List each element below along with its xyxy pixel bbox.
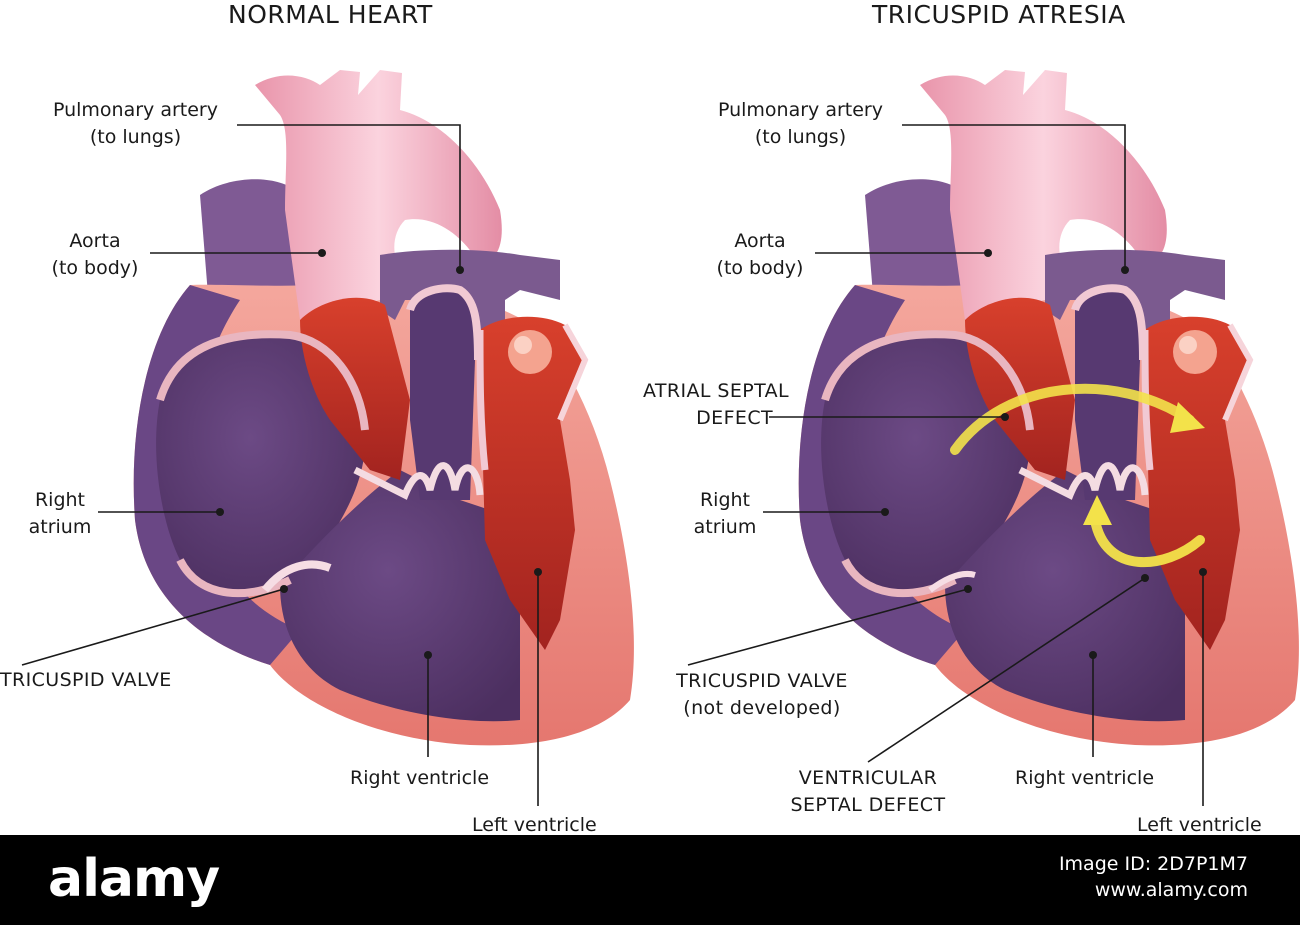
site-url: www.alamy.com (1094, 879, 1248, 901)
ventricular-arrow-head (1083, 495, 1112, 525)
right-tricuspid-valve-label: TRICUSPID VALVE (not developed) (676, 670, 848, 719)
image-id-block: Image ID: 2D7P1M7 www.alamy.com (1059, 851, 1248, 903)
atrial-septal-defect-label: ATRIAL SEPTAL DEFECT (643, 380, 789, 429)
left-leader-dots (216, 249, 542, 659)
left-leader-lines (21, 124, 539, 806)
tricuspid-atresia-title: TRICUSPID ATRESIA (872, 0, 1126, 29)
left-right-atrium-label: Right atrium (28, 489, 92, 538)
left-tricuspid-valve-label: TRICUSPID VALVE (0, 669, 172, 691)
left-aorta-label: Aorta (to body) (51, 230, 139, 279)
right-right-ventricle-label: Right ventricle (1015, 767, 1155, 789)
right-leader-lines (687, 124, 1204, 806)
undeveloped-tricuspid-valve-shape (928, 570, 976, 593)
tricuspid-valve-shape (261, 560, 332, 593)
normal-heart-title: NORMAL HEART (228, 0, 433, 29)
tricuspid-atresia-heart-illustration (799, 70, 1299, 745)
image-id-text: Image ID: 2D7P1M7 (1058, 853, 1248, 875)
right-aorta-label: Aorta (to body) (716, 230, 804, 279)
atrial-flow-arrow (950, 383, 1195, 455)
atrial-arrow-head (1170, 402, 1205, 433)
right-leader-dots (881, 249, 1207, 659)
watermark-footer: alamy Image ID: 2D7P1M7 www.alamy.com (0, 835, 1300, 925)
right-left-ventricle-label: Left ventricle (1137, 814, 1262, 836)
left-pulmonary-artery-label: Pulmonary artery (to lungs) (52, 99, 218, 148)
ventricular-septal-defect-label: VENTRICULAR SEPTAL DEFECT (790, 767, 946, 816)
brand-logo: alamy (48, 849, 220, 909)
right-right-atrium-label: Right atrium (693, 489, 757, 538)
ventricular-flow-arrow (1090, 515, 1205, 568)
right-pulmonary-artery-label: Pulmonary artery (to lungs) (717, 99, 883, 148)
normal-heart-illustration (134, 70, 634, 745)
left-right-ventricle-label: Right ventricle (350, 767, 490, 789)
left-left-ventricle-label: Left ventricle (472, 814, 597, 836)
heart-illustrations (21, 0, 1300, 806)
diagram-canvas: NORMAL HEART TRICUSPID ATRESIA Pulmonary… (0, 0, 1300, 836)
